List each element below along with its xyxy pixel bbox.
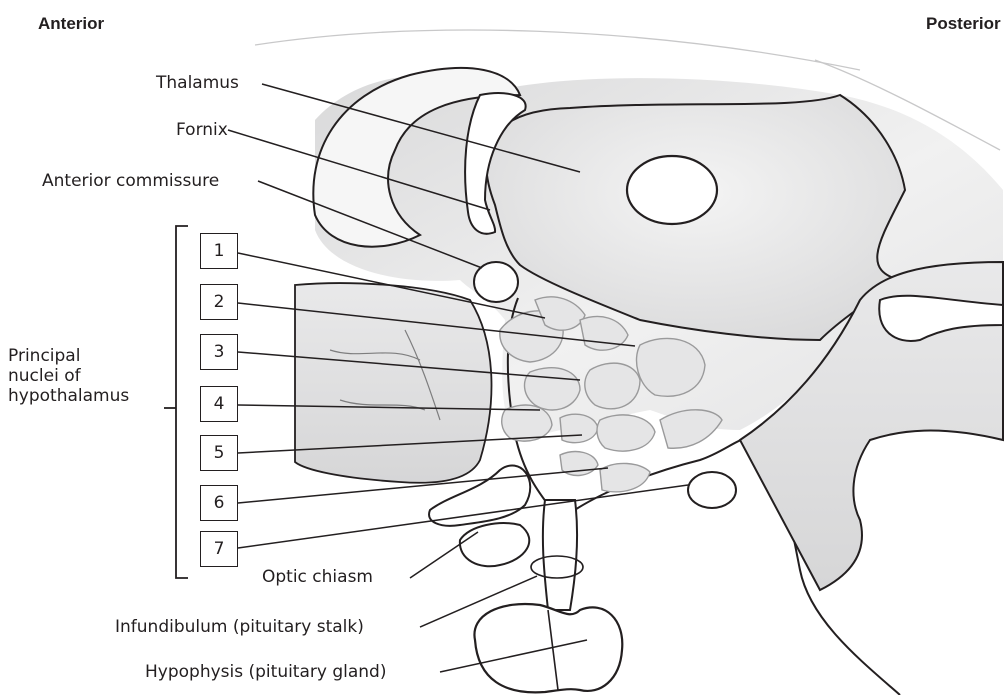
anterior-commissure-label: Anterior commissure <box>42 171 219 191</box>
nucleus-box-7: 7 <box>200 531 238 567</box>
posterior-label: Posterior <box>926 14 1001 34</box>
nucleus-box-5: 5 <box>200 435 238 471</box>
nuclei-bracket <box>176 226 188 578</box>
interthalamic-adhesion <box>627 156 717 224</box>
thalamus-label: Thalamus <box>156 73 239 93</box>
nucleus-box-3: 3 <box>200 334 238 370</box>
anterior-label: Anterior <box>38 14 104 34</box>
infundibulum-label: Infundibulum (pituitary stalk) <box>115 617 364 637</box>
optic-chiasm-label: Optic chiasm <box>262 567 373 587</box>
principal-nuclei-label: Principal nuclei of hypothalamus <box>8 346 129 406</box>
fornix-label: Fornix <box>176 120 228 140</box>
principal-nuclei-line-3: hypothalamus <box>8 386 129 406</box>
nucleus-box-2: 2 <box>200 284 238 320</box>
nucleus-box-4: 4 <box>200 386 238 422</box>
hypophysis-label: Hypophysis (pituitary gland) <box>145 662 386 682</box>
principal-nuclei-line-1: Principal <box>8 346 129 366</box>
nucleus-box-1: 1 <box>200 233 238 269</box>
principal-nuclei-line-2: nuclei of <box>8 366 129 386</box>
mammillary-body <box>688 472 736 508</box>
nucleus-box-6: 6 <box>200 485 238 521</box>
infundibulum-shape <box>543 500 577 610</box>
